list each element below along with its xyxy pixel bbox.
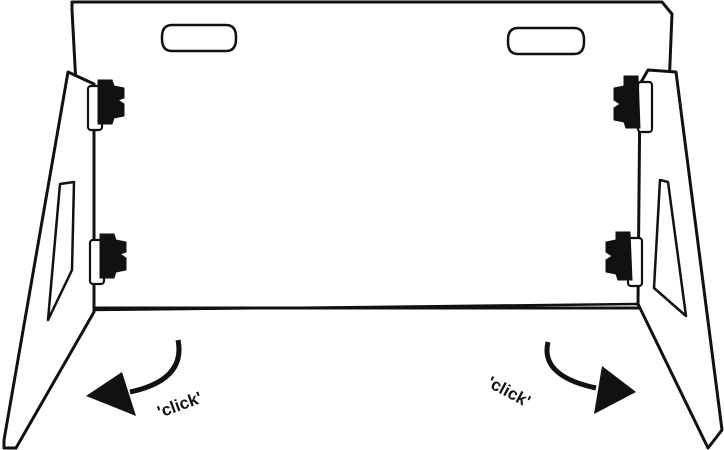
knob-left-bottom (88, 233, 127, 286)
curved-arrow-right-icon (544, 341, 636, 414)
knob-right-bottom (605, 231, 644, 288)
base-edge (89, 302, 641, 312)
click-label-right: 'click' (484, 373, 533, 411)
curved-arrow-left-icon (86, 339, 182, 416)
knob-right-top (613, 75, 654, 134)
left-side-panel (2, 70, 96, 450)
handle-slot-left (160, 23, 238, 53)
knob-left-top (86, 79, 125, 132)
click-label-left: 'click' (155, 388, 205, 422)
handle-slot-right (506, 26, 586, 56)
